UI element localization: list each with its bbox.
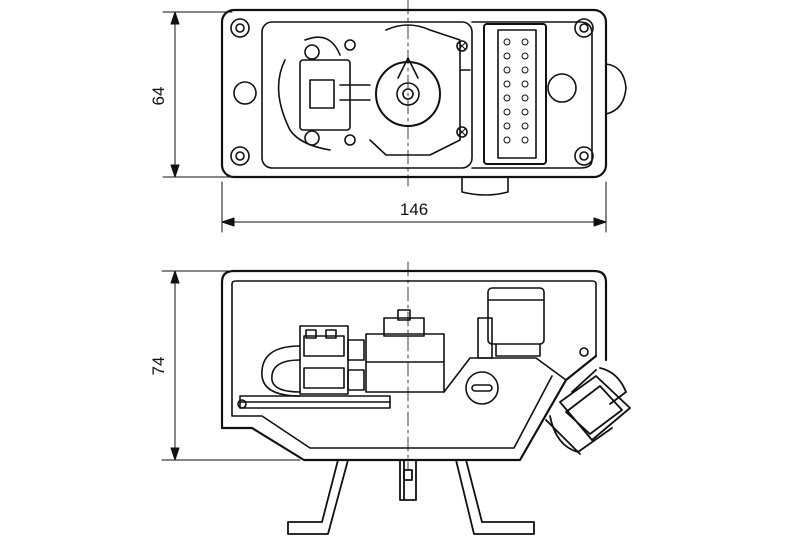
potentiometer xyxy=(465,371,499,405)
dim-74 xyxy=(161,270,301,461)
left-mount-hole xyxy=(233,81,257,105)
microswitch-top xyxy=(277,36,371,151)
bottom-bump xyxy=(461,176,509,196)
side-ramp xyxy=(443,357,567,393)
mounting-legs xyxy=(287,459,535,535)
side-microswitch xyxy=(261,325,365,397)
right-mount-hole xyxy=(547,73,577,103)
x-screw-2 xyxy=(456,126,468,138)
terminal-block xyxy=(483,23,547,165)
top-view: 64 146 xyxy=(149,0,627,233)
dim-146 xyxy=(221,181,607,233)
dim-64 xyxy=(162,11,233,178)
housing-inner xyxy=(261,21,473,169)
cam-dial xyxy=(369,24,471,156)
dim-label-146: 146 xyxy=(400,200,428,219)
corner-screws xyxy=(230,18,594,166)
cable-gland-top xyxy=(605,63,627,115)
side-cam-block xyxy=(239,309,445,409)
side-cover xyxy=(220,269,608,408)
housing-outer xyxy=(220,8,608,179)
side-terminal xyxy=(477,287,545,359)
dim-label-74: 74 xyxy=(149,357,168,376)
dim-label-64: 64 xyxy=(149,87,168,106)
cable-gland-side xyxy=(545,367,631,455)
side-view: 74 xyxy=(149,261,631,535)
x-screw-1 xyxy=(456,40,468,52)
